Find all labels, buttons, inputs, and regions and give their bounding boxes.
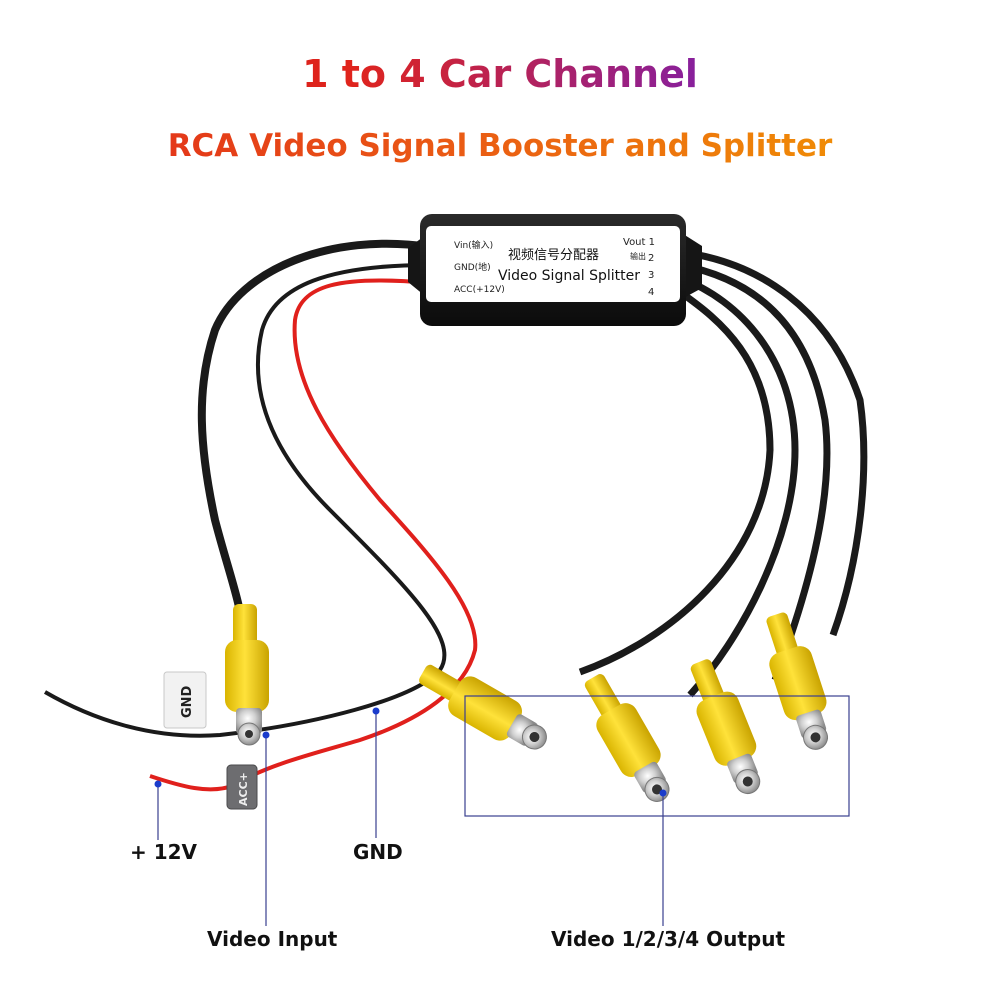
output-rca-connector-2 [584,674,670,802]
subtitle: RCA Video Signal Booster and Splitter [0,128,1000,164]
label-port-4: 4 [648,287,654,298]
label-port-3: 3 [648,270,654,281]
gnd-wire [43,263,447,738]
input-rca-connector [225,604,269,746]
label-english: Video Signal Splitter [498,268,640,284]
label-acc: ACC(+12V) [454,285,505,295]
label-vin: Vin(输入) [454,239,493,251]
gnd-wire-tag: GND [163,671,207,729]
callout-lines [157,695,850,926]
acc-tag-label: ACC+ [237,772,250,806]
label-vout: Vout 1 [623,237,655,248]
output-rca-connector-1 [419,664,547,750]
callout-gnd: GND [353,840,403,864]
label-port-2: 2 [648,253,654,264]
gnd-tag-label: GND [180,685,195,718]
output-cables [578,248,868,698]
output-highlight-box [464,695,850,817]
acc-wire-tag: ACC+ [226,764,258,810]
callout-dots [154,707,667,797]
callout-video-output: Video 1/2/3/4 Output [551,927,786,951]
label-output-cn: 输出 [630,251,646,261]
label-chinese: 视频信号分配器 [508,248,599,263]
title: 1 to 4 Car Channel [0,52,1000,96]
splitter-box: Vin(输入) GND(地) ACC(+12V) 视频信号分配器 Video S… [408,214,702,326]
label-gnd: GND(地) [454,261,491,273]
output-rca-connector-3 [690,659,761,795]
callout-video-input: Video Input [207,927,338,951]
callout-plus-12v: + 12V [130,840,198,864]
output-rca-connector-4 [766,612,829,750]
video-input-cable [197,239,434,644]
